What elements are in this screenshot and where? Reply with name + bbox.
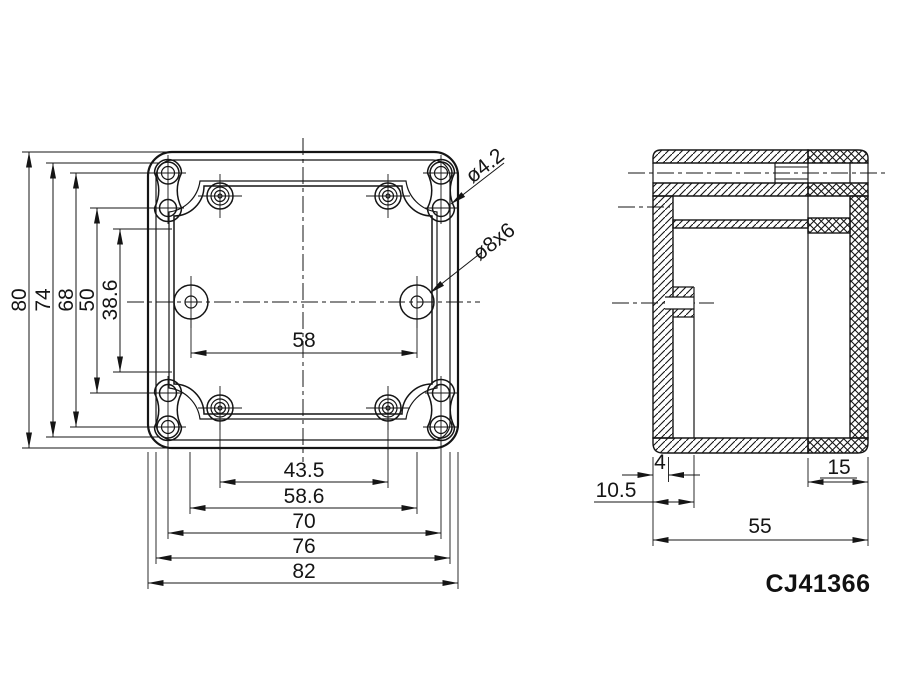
side-view: 4 10.5 15 55: [594, 149, 888, 546]
dim-label-15: 15: [827, 456, 850, 479]
dim-label-43-5: 43.5: [284, 459, 325, 482]
front-dimension-58: 58: [190, 318, 418, 358]
part-number-label: CJ41366: [766, 570, 871, 598]
dim-label-76: 76: [292, 535, 315, 558]
front-dimensions-left: 80 74 68 50 38.6: [8, 151, 175, 449]
callout-label-8x6: ø8x6: [469, 218, 520, 265]
side-dimensions: 4 10.5 15 55: [594, 451, 869, 546]
dim-label-82: 82: [292, 560, 315, 583]
dim-label-10-5: 10.5: [596, 479, 637, 502]
front-dimensions-bottom: 43.5 58.6 70 76 82: [147, 420, 459, 589]
screw-bosses: [198, 174, 410, 430]
dim-label-74: 74: [32, 288, 55, 312]
dim-label-4: 4: [654, 451, 666, 474]
dim-label-58-6: 58.6: [284, 485, 325, 508]
dim-label-55: 55: [748, 515, 771, 538]
lid-screws: [150, 155, 459, 445]
dim-label-58: 58: [292, 329, 315, 352]
dim-label-68: 68: [55, 288, 78, 311]
front-outline: [146, 150, 460, 450]
callout-label-4-2: ø4.2: [461, 144, 508, 188]
dim-label-70: 70: [292, 510, 315, 533]
front-centerlines: [127, 138, 480, 462]
front-view: 80 74 68 50 38.6 58 43.5 58.6 70: [8, 138, 519, 589]
dim-label-38-6: 38.6: [99, 280, 122, 321]
hole-callouts: ø4.2 ø8x6: [429, 144, 520, 294]
mounting-holes-4-2: [152, 198, 457, 403]
dim-label-50: 50: [76, 288, 99, 311]
dim-label-80: 80: [8, 288, 31, 311]
side-section-body: [652, 149, 869, 454]
